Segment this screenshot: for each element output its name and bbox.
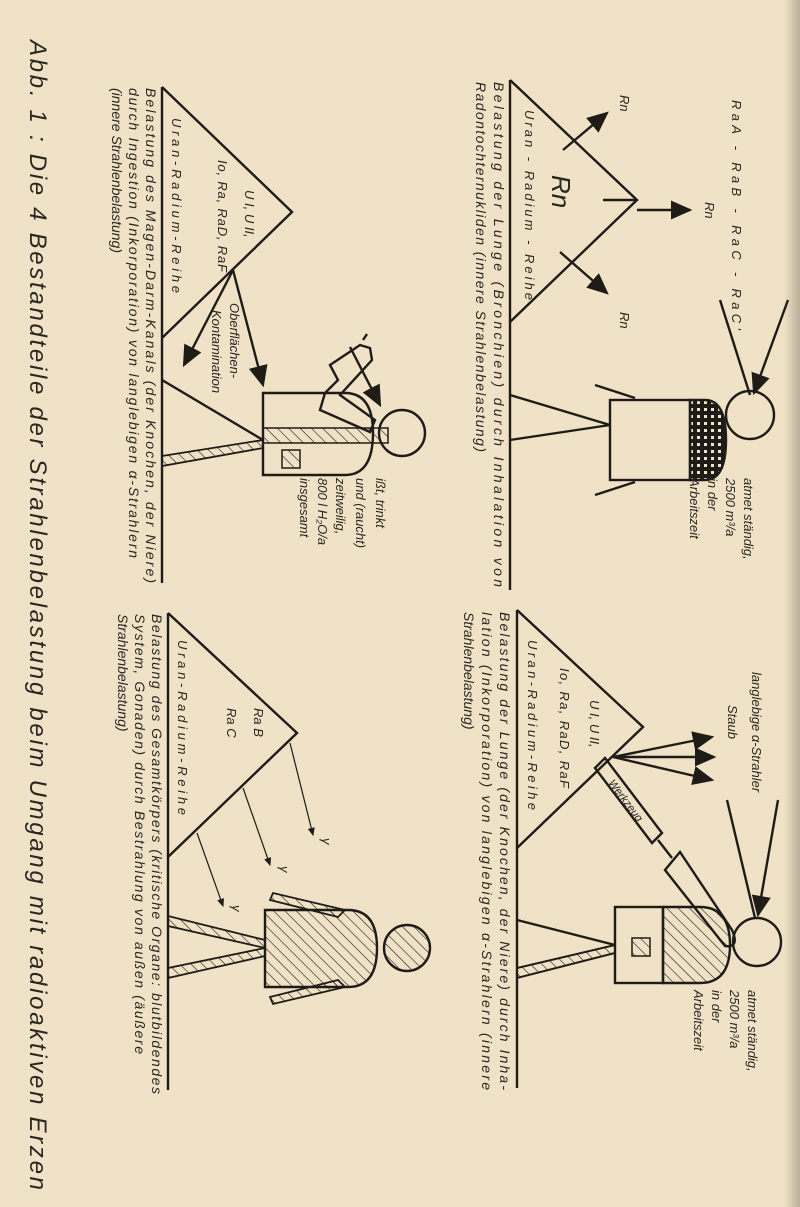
panel-caption: Belastung der Lunge (der Knochen, der Ni…: [497, 612, 513, 1090]
inflow-arrow: [751, 799, 780, 918]
ore-triangle: [516, 609, 645, 849]
leg: [516, 918, 616, 947]
radon-arrow: [559, 251, 609, 295]
decay-chain-label: RaA - RaB - RaC - RaC': [729, 100, 744, 331]
series-label: Uran-Radium-Reihe: [169, 118, 184, 293]
ray-label: Rn: [702, 202, 717, 219]
figure-caption: Abb. 1 : Die 4 Bestandteile der Strahlen…: [24, 38, 51, 1190]
panel-caption: durch Ingestion (Inkorporation) von lang…: [126, 88, 142, 558]
arm: [268, 979, 347, 1006]
inflow-arrow: [751, 299, 790, 396]
person-note: ißt, trinkt und (raucht) zeitweilig, 800…: [297, 477, 388, 552]
gamma-label: γ: [319, 838, 334, 846]
panel-lung-longlived-alpha: Uran-Radium-Reihe Io, Ra, RaD, RaF U I, …: [461, 609, 783, 1090]
panel-caption: Radontochternukliden (innere Strahlenbel…: [473, 82, 489, 452]
tool-blade: [593, 756, 664, 845]
ray-label: Rn: [617, 95, 632, 112]
panel-lung-radon: Uran - Radium - Reihe Rn Rn Rn Rn RaA - …: [473, 79, 790, 590]
nuclides-label: Ra B: [251, 708, 266, 737]
arm: [594, 480, 636, 497]
person-figure: [161, 333, 427, 477]
ray-label: Rn: [617, 312, 632, 329]
torso: [608, 398, 692, 482]
gamma-label: γ: [277, 866, 292, 874]
inflow-line: [725, 799, 757, 919]
tool-shaft: [657, 839, 673, 859]
leg: [161, 378, 264, 442]
source-label: Rn: [546, 175, 576, 208]
dust-arrow: [612, 755, 715, 786]
leg: [167, 946, 266, 980]
nuclides-label: U I, U II,: [587, 700, 602, 748]
gamma-ray: [196, 832, 224, 908]
contamination-arrow: [182, 269, 235, 368]
panel-caption: Belastung des Magen-Darm-Kanals (der Kno…: [143, 88, 159, 583]
leg: [509, 393, 611, 427]
lungs-crosshatched: [688, 398, 728, 482]
leg: [167, 914, 266, 950]
panel-ingestion: Uran-Radium-Reihe Io, Ra, RaD, RaF U I, …: [109, 86, 427, 583]
digestive-tract: [262, 427, 389, 444]
ore-triangle: [161, 86, 294, 339]
leg-hatched: [161, 438, 264, 468]
page-binding-shadow: [784, 0, 800, 1207]
series-label: Uran - Radium - Reihe: [522, 110, 537, 300]
nuclides-label: Io, Ra, RaD, RaF: [557, 668, 572, 789]
radon-arrow: [562, 111, 609, 151]
kidney-box: [281, 449, 301, 469]
inflow-line: [718, 299, 752, 396]
panel-caption: System, Gonaden) durch Bestrahlung von a…: [132, 614, 148, 1054]
kidney-box: [631, 937, 651, 957]
arm-with-cigarette: [318, 343, 377, 434]
gamma-label: γ: [229, 905, 244, 913]
leg-hatched: [516, 943, 616, 980]
person-figure: [516, 905, 783, 985]
series-label: Uran-Radium-Reihe: [175, 640, 190, 815]
nuclides-label: U I, U II,: [242, 190, 257, 238]
torso: [263, 908, 379, 989]
panel-external-irradiation: Uran-Radium-Reihe Ra B Ra C γ γ γ Belast…: [115, 612, 432, 1094]
lungs-hatched: [661, 905, 732, 985]
ore-triangle: [167, 612, 299, 858]
arm: [594, 383, 636, 400]
arm: [268, 891, 347, 918]
nuclides-label: Io, Ra, RaD, RaF: [215, 160, 230, 273]
leg: [509, 423, 611, 442]
dust-arrow: [612, 731, 715, 759]
contamination-arrow: [231, 269, 268, 388]
ingestion-arrow: [348, 346, 382, 408]
head: [731, 916, 783, 968]
person-note: atmet ständig, 2500 m³/a in der Arbeitsz…: [691, 989, 760, 1075]
panel-caption: lation (Inkorporation) von langlebigen α…: [479, 612, 495, 1090]
head: [724, 389, 776, 441]
person-figure-irradiated: [167, 891, 432, 1006]
panel-caption: (innere Strahlenbelastung): [109, 88, 125, 253]
contamination-label: Oberflächen- Kontamination: [209, 303, 242, 393]
gamma-ray: [289, 742, 315, 837]
nuclides-label: Ra C: [224, 708, 239, 738]
head: [382, 923, 432, 973]
panel-caption: Strahlenbelastung): [461, 612, 477, 730]
panel-caption: Strahlenbelastung): [115, 614, 131, 732]
dust-label: Staub: [725, 705, 740, 739]
emitter-label: langlebige α-Strahler: [749, 672, 764, 793]
person-figure: [509, 383, 776, 497]
cigarette: [362, 333, 368, 341]
panel-caption: Belastung des Gesamtkörpers (kritische O…: [149, 614, 165, 1094]
gamma-ray: [242, 787, 272, 867]
panel-caption: Belastung der Lunge (Bronchien) durch In…: [491, 82, 507, 587]
person-note: atmet ständig, 2500 m³/a in der Arbeitsz…: [687, 477, 756, 563]
series-label: Uran-Radium-Reihe: [525, 640, 540, 810]
